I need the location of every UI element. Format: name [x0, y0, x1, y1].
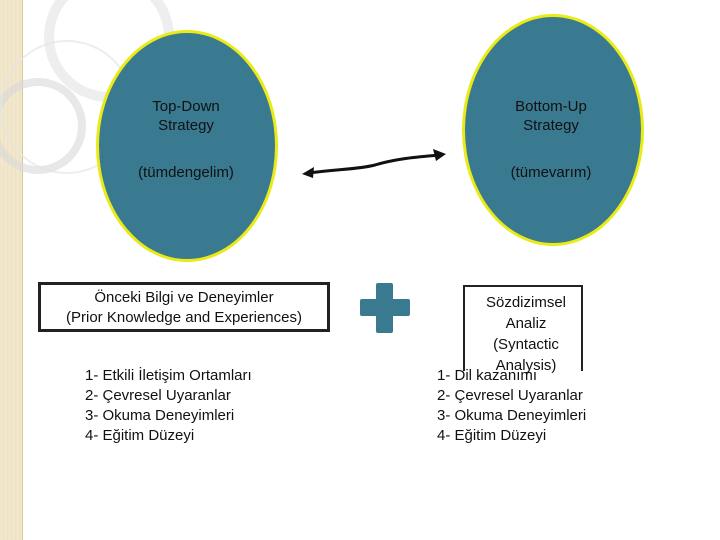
syntactic-analysis-box	[463, 285, 583, 371]
top-down-title-line1: Top-Down	[152, 98, 220, 115]
list-item: 3- Okuma Deneyimleri	[85, 407, 235, 424]
double-headed-arrow-icon	[302, 149, 446, 178]
list-item: 1- Dil kazanımı	[437, 367, 538, 384]
prior-knowledge-box: Önceki Bilgi ve Deneyimler (Prior Knowle…	[38, 282, 330, 332]
bottom-up-subtitle: (tümevarım)	[510, 164, 592, 181]
bottom-up-title: Bottom-Up Strategy	[466, 97, 636, 135]
syntactic-line2: Analiz	[505, 315, 547, 332]
syntactic-analysis-text: Sözdizimsel Analiz (Syntactic Analysis)	[466, 292, 586, 376]
list-item: 3- Okuma Deneyimleri	[437, 407, 587, 424]
right-factor-list: 2- Çevresel Uyaranlar 3- Okuma Deneyimle…	[437, 386, 586, 446]
bottom-up-oval	[462, 14, 644, 246]
list-item: 4- Eğitim Düzeyi	[85, 427, 195, 444]
prior-knowledge-line2: (Prior Knowledge and Experiences)	[66, 309, 302, 326]
top-down-subtitle: (tümdengelim)	[138, 164, 234, 181]
syntactic-line1: Sözdizimsel	[485, 294, 567, 311]
list-item: 2- Çevresel Uyaranlar	[437, 387, 583, 404]
list-item: 4- Eğitim Düzeyi	[437, 427, 547, 444]
syntactic-line4: Analysis)	[495, 357, 557, 374]
left-factor-list: 1- Etkili İletişim Ortamları 2- Çevresel…	[85, 366, 252, 446]
top-down-title: Top-Down Strategy	[101, 97, 271, 135]
prior-knowledge-line1: Önceki Bilgi ve Deneyimler	[94, 289, 274, 306]
syntactic-line3: (Syntactic	[493, 336, 559, 353]
top-down-oval	[96, 30, 278, 262]
bottom-up-title-line2: Strategy	[523, 117, 579, 134]
list-item: 1- Etkili İletişim Ortamları	[85, 367, 252, 384]
list-item: 2- Çevresel Uyaranlar	[85, 387, 231, 404]
top-down-title-line2: Strategy	[158, 117, 214, 134]
bottom-up-title-line1: Bottom-Up	[515, 98, 587, 115]
plus-icon	[360, 283, 410, 333]
